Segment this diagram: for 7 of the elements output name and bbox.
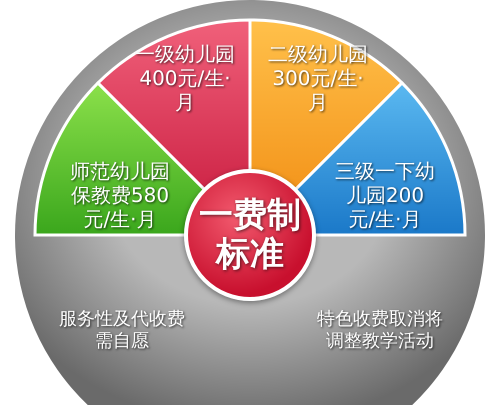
ring-label: 服务性及代收费需自愿 [58,308,186,352]
ring-label: 特色收费取消将调整教学活动 [316,308,444,352]
segment-label: 师范幼儿园保教费580元/生·月 [69,159,171,231]
segment-label: 一级幼儿园400元/生·月 [134,42,236,114]
center-title: 一费制标准 [199,196,301,274]
segment-label: 二级幼儿园300元/生·月 [267,42,369,114]
segment-label: 三级一下幼儿园200元/生·月 [334,159,436,231]
